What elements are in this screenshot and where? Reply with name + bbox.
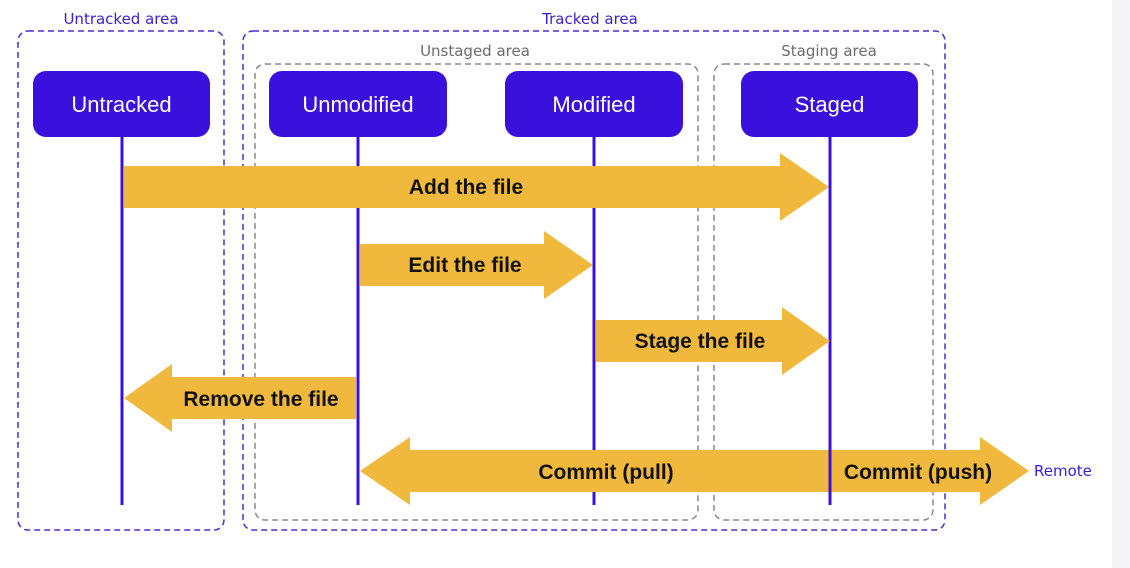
arrow-edit-the-file-label: Edit the file: [408, 254, 521, 277]
arrow-stage-the-file: Stage the file: [596, 307, 830, 375]
staging-area-label: Staging area: [781, 42, 877, 60]
state-unmodified-label: Unmodified: [302, 92, 413, 117]
unstaged-area-label: Unstaged area: [420, 42, 530, 60]
unstaged-area-border: [254, 63, 699, 521]
right-margin-strip: [1112, 0, 1130, 568]
state-untracked-label: Untracked: [71, 92, 171, 117]
state-staged: Staged: [741, 71, 918, 137]
arrow-add-the-file: Add the file: [124, 153, 829, 221]
untracked-area-border: [17, 30, 225, 531]
staging-area-border: [713, 63, 934, 521]
remote-label: Remote: [1034, 462, 1092, 480]
arrow-remove-the-file: Remove the file: [124, 364, 356, 432]
arrow-commit: Commit (pull) Commit (push): [360, 437, 1029, 505]
arrow-commit-pull-label: Commit (pull): [538, 461, 673, 484]
state-unmodified: Unmodified: [269, 71, 447, 137]
arrow-remove-the-file-label: Remove the file: [183, 388, 338, 411]
untracked-area-label: Untracked area: [63, 10, 178, 28]
arrow-add-the-file-label: Add the file: [409, 176, 523, 199]
state-untracked: Untracked: [33, 71, 210, 137]
state-modified-label: Modified: [552, 92, 635, 117]
state-modified: Modified: [505, 71, 683, 137]
arrow-commit-push-label: Commit (push): [844, 461, 992, 484]
state-staged-label: Staged: [795, 92, 865, 117]
tracked-area-border: [242, 30, 946, 531]
arrow-stage-the-file-label: Stage the file: [635, 330, 766, 353]
tracked-area-label: Tracked area: [541, 10, 638, 28]
arrow-edit-the-file: Edit the file: [360, 231, 593, 299]
